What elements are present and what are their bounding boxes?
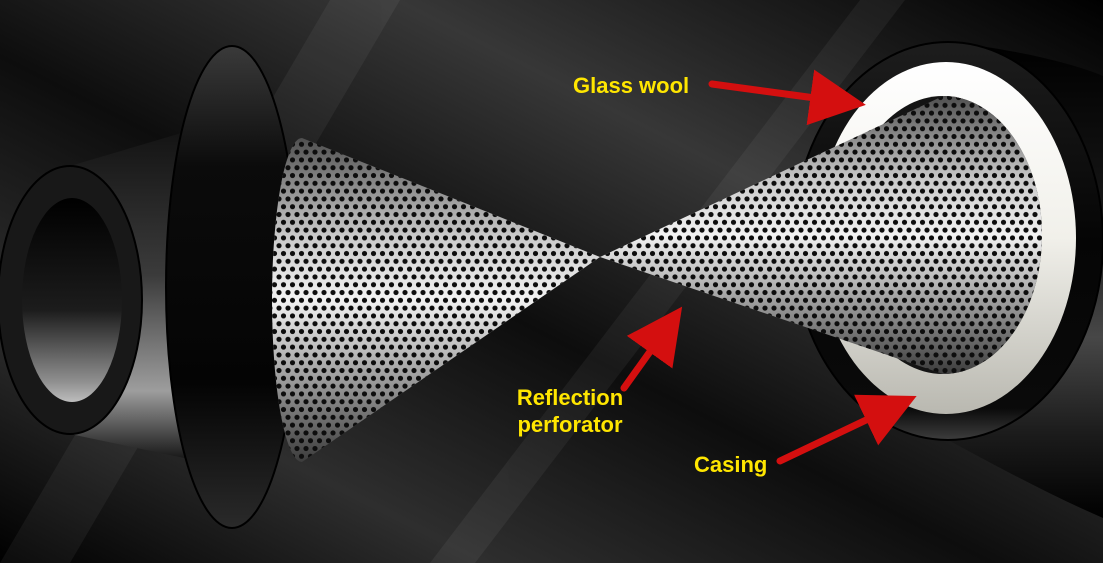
reflection-perforator-label-line1: Reflection bbox=[517, 385, 623, 410]
glass-wool-arrow bbox=[708, 69, 866, 126]
glass-wool-label: Glass wool bbox=[573, 73, 689, 98]
perforator-cone-right bbox=[600, 96, 1042, 374]
reflection-perforator-arrow bbox=[620, 306, 683, 392]
inlet-pipe-opening bbox=[22, 198, 122, 402]
casing-body bbox=[948, 42, 1103, 518]
perforator-cone-left bbox=[272, 138, 600, 462]
casing-arrow bbox=[776, 394, 917, 465]
annotation-arrows bbox=[620, 69, 917, 465]
reflection-perforator-label-line2: perforator bbox=[517, 412, 623, 437]
casing-label: Casing bbox=[694, 452, 767, 477]
